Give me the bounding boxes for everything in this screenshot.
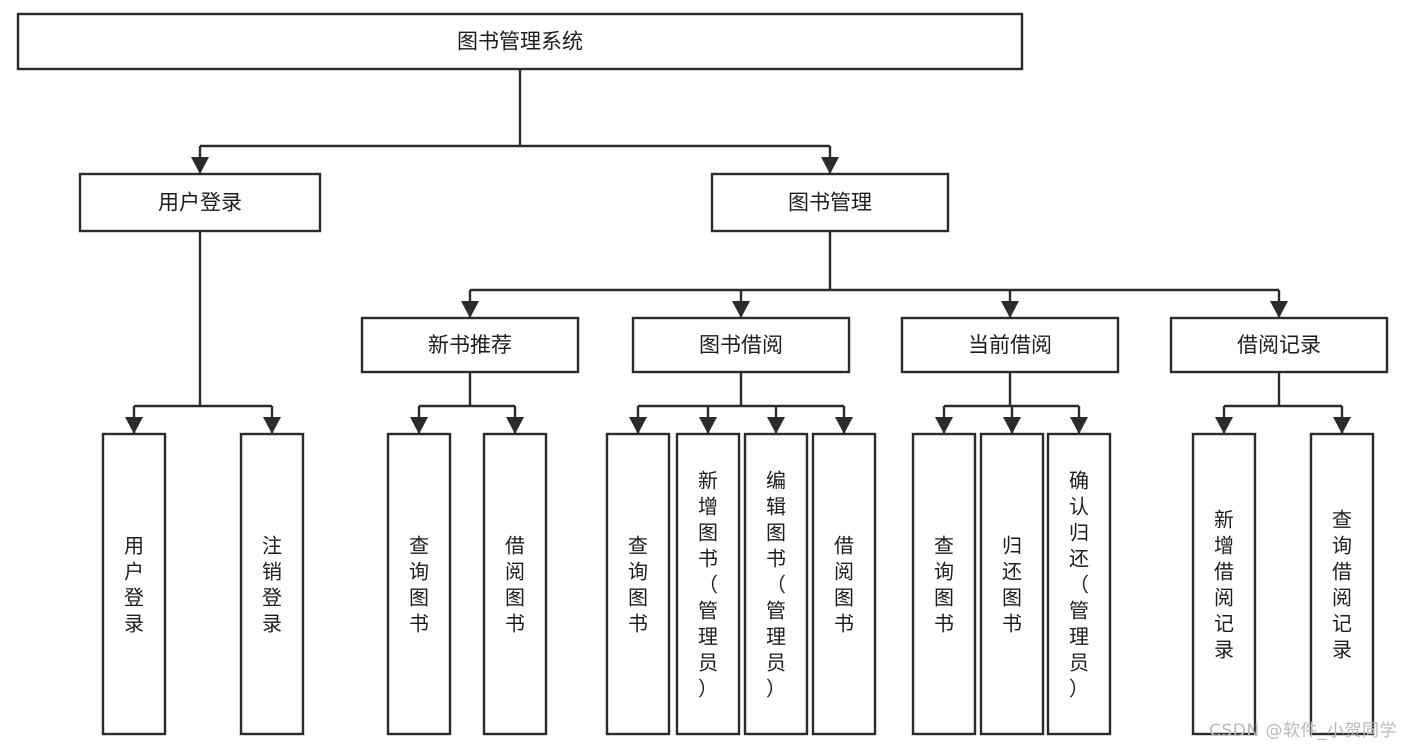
arrow-head (835, 417, 853, 434)
node-label: 借阅记录 (1237, 333, 1321, 357)
node-label: 查询图书 (409, 533, 429, 635)
node-box[interactable] (101, 432, 167, 736)
node-box[interactable] (16, 12, 1024, 71)
edge-group-new-book-rec (410, 372, 524, 434)
arrow-head (1003, 417, 1021, 434)
arrow-head (1001, 301, 1019, 318)
node-book-manage[interactable]: 图书管理 (710, 172, 950, 233)
node-box[interactable] (979, 432, 1045, 736)
node-book-borrow[interactable]: 图书借阅 (631, 316, 851, 374)
node-leaf-query-book-1[interactable]: 查询图书 (386, 432, 452, 736)
arrow-head (410, 417, 428, 434)
node-leaf-add-record[interactable]: 新增借阅记录 (1191, 432, 1257, 736)
arrow-head (732, 301, 750, 318)
node-current-borrow[interactable]: 当前借阅 (900, 316, 1120, 374)
arrow-head (767, 417, 785, 434)
node-label: 新增借阅记录 (1214, 507, 1234, 661)
node-label: 新书推荐 (428, 333, 512, 357)
node-label: 归还图书 (1002, 533, 1022, 635)
node-leaf-return-book[interactable]: 归还图书 (979, 432, 1045, 736)
node-label: 查询图书 (934, 533, 954, 635)
node-box[interactable] (386, 432, 452, 736)
node-label: 用户登录 (124, 533, 144, 635)
edge-group-book-borrow (629, 372, 853, 434)
node-box[interactable] (239, 432, 305, 736)
arrow-head (461, 301, 479, 318)
node-box[interactable] (631, 316, 851, 374)
node-box[interactable] (710, 172, 950, 233)
arrow-head (629, 417, 647, 434)
node-box[interactable] (1169, 316, 1389, 374)
node-leaf-user-login[interactable]: 用户登录 (101, 432, 167, 736)
edge-group-book-manage (461, 231, 1288, 318)
node-label: 当前借阅 (968, 333, 1052, 357)
node-label: 新增图书（管理员） (698, 468, 718, 700)
arrow-head (125, 417, 143, 434)
node-box[interactable] (605, 432, 671, 736)
node-leaf-add-book[interactable]: 新增图书（管理员） (675, 432, 741, 736)
node-box[interactable] (482, 432, 548, 736)
node-box[interactable] (675, 432, 741, 736)
edge-group-borrow-record (1215, 372, 1351, 434)
arrow-head (699, 417, 717, 434)
edges-layer (125, 69, 1351, 434)
node-borrow-record[interactable]: 借阅记录 (1169, 316, 1389, 374)
arrow-head (506, 417, 524, 434)
arrow-head (191, 157, 209, 174)
nodes-layer: 图书管理系统用户登录图书管理新书推荐图书借阅当前借阅借阅记录用户登录注销登录查询… (16, 12, 1389, 736)
arrow-head (1270, 301, 1288, 318)
node-label: 借阅图书 (505, 533, 525, 635)
node-leaf-edit-book[interactable]: 编辑图书（管理员） (743, 432, 809, 736)
node-label: 图书管理 (788, 191, 872, 215)
node-leaf-logout[interactable]: 注销登录 (239, 432, 305, 736)
node-leaf-borrow-book-1[interactable]: 借阅图书 (482, 432, 548, 736)
node-leaf-query-record[interactable]: 查询借阅记录 (1309, 432, 1375, 736)
arrow-head (263, 417, 281, 434)
node-box[interactable] (911, 432, 977, 736)
arrow-head (1070, 417, 1088, 434)
node-label: 编辑图书（管理员） (766, 468, 786, 700)
node-box[interactable] (1309, 432, 1375, 736)
node-label: 借阅图书 (834, 533, 854, 635)
node-box[interactable] (743, 432, 809, 736)
node-box[interactable] (78, 172, 322, 233)
node-label: 用户登录 (158, 191, 242, 215)
arrow-head (821, 157, 839, 174)
node-label: 图书借阅 (699, 333, 783, 357)
node-leaf-query-book-2[interactable]: 查询图书 (605, 432, 671, 736)
node-root[interactable]: 图书管理系统 (16, 12, 1024, 71)
node-leaf-query-book-3[interactable]: 查询图书 (911, 432, 977, 736)
edge-group-root (191, 69, 839, 174)
node-label: 注销登录 (262, 533, 282, 635)
arrow-head (935, 417, 953, 434)
node-label: 查询借阅记录 (1332, 507, 1352, 661)
node-box[interactable] (1191, 432, 1257, 736)
node-box[interactable] (360, 316, 580, 374)
arrow-head (1333, 417, 1351, 434)
arrow-head (1215, 417, 1233, 434)
node-user-login[interactable]: 用户登录 (78, 172, 322, 233)
node-label: 确认归还（管理员） (1069, 468, 1089, 700)
node-leaf-confirm-return[interactable]: 确认归还（管理员） (1046, 432, 1112, 736)
node-box[interactable] (811, 432, 877, 736)
edge-group-current-borrow (935, 372, 1088, 434)
node-box[interactable] (900, 316, 1120, 374)
edge-group-user-login (125, 231, 281, 434)
node-label: 图书管理系统 (457, 30, 583, 54)
node-leaf-borrow-book-2[interactable]: 借阅图书 (811, 432, 877, 736)
node-new-book-rec[interactable]: 新书推荐 (360, 316, 580, 374)
node-label: 查询图书 (628, 533, 648, 635)
node-box[interactable] (1046, 432, 1112, 736)
